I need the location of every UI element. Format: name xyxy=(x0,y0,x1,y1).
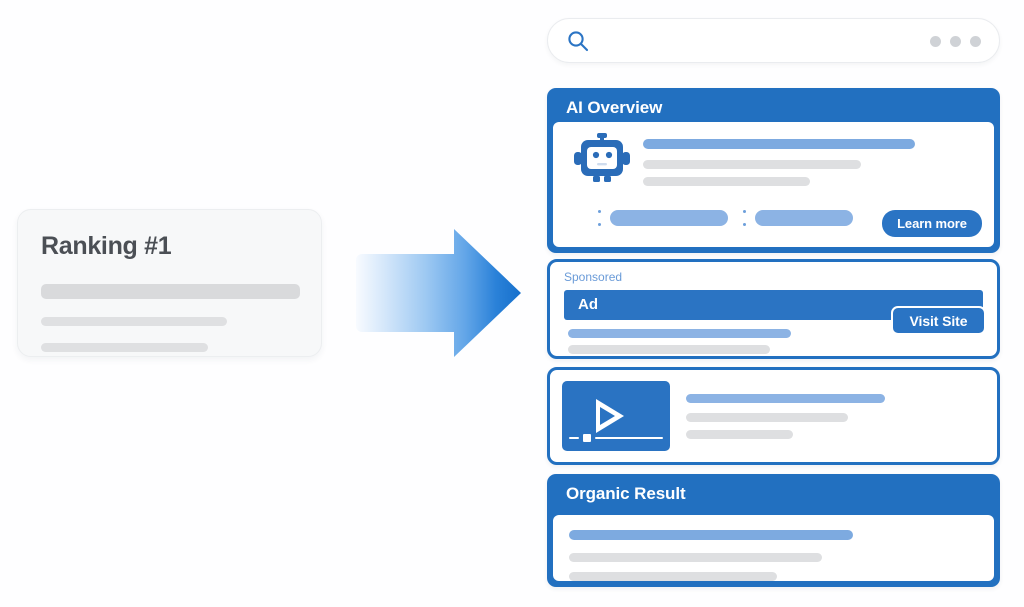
placeholder-line xyxy=(568,329,791,338)
placeholder-line xyxy=(686,413,848,422)
ad-badge-label: Ad xyxy=(578,296,598,313)
ai-overview-body: Learn more xyxy=(553,122,994,247)
placeholder-line xyxy=(643,160,861,169)
page-title: Ranking #1 xyxy=(41,232,172,260)
placeholder-line xyxy=(569,553,822,562)
video-result-card[interactable] xyxy=(547,367,1000,465)
organic-result-card[interactable]: Organic Result xyxy=(547,474,1000,587)
right-arrow-icon xyxy=(356,228,522,358)
video-progress-bar[interactable] xyxy=(569,434,663,442)
placeholder-line xyxy=(568,345,770,354)
dot xyxy=(970,36,981,47)
placeholder-line xyxy=(686,394,885,403)
placeholder-line xyxy=(41,317,227,326)
dot xyxy=(930,36,941,47)
placeholder-line xyxy=(643,177,810,186)
visit-site-button[interactable]: Visit Site xyxy=(891,306,986,335)
window-dots xyxy=(930,36,981,47)
placeholder-line xyxy=(41,284,300,299)
video-scrubber-handle[interactable] xyxy=(583,434,591,442)
search-input[interactable] xyxy=(547,18,1000,63)
serp-panel: AI Overview xyxy=(547,0,1002,607)
citation-chip[interactable] xyxy=(743,210,853,226)
learn-more-button[interactable]: Learn more xyxy=(882,210,982,237)
placeholder-line xyxy=(569,530,853,540)
sponsored-label: Sponsored xyxy=(564,270,623,284)
video-thumbnail[interactable] xyxy=(562,381,670,451)
organic-result-header: Organic Result xyxy=(566,484,686,503)
citation-chip[interactable] xyxy=(598,210,728,226)
robot-icon xyxy=(574,133,630,182)
ad-card[interactable]: Sponsored Ad Visit Site xyxy=(547,259,1000,359)
play-icon xyxy=(596,399,624,433)
dot xyxy=(950,36,961,47)
ai-overview-header: AI Overview xyxy=(566,98,663,117)
placeholder-line xyxy=(686,430,793,439)
organic-result-body xyxy=(553,515,994,581)
search-icon xyxy=(568,31,589,52)
citation-marker-icon xyxy=(743,210,746,226)
placeholder-line xyxy=(41,343,208,352)
placeholder-line xyxy=(569,572,777,581)
placeholder-line xyxy=(643,139,915,149)
ranking-card: Ranking #1 xyxy=(17,209,322,357)
citation-marker-icon xyxy=(598,210,601,226)
ai-overview-card[interactable]: AI Overview xyxy=(547,88,1000,253)
